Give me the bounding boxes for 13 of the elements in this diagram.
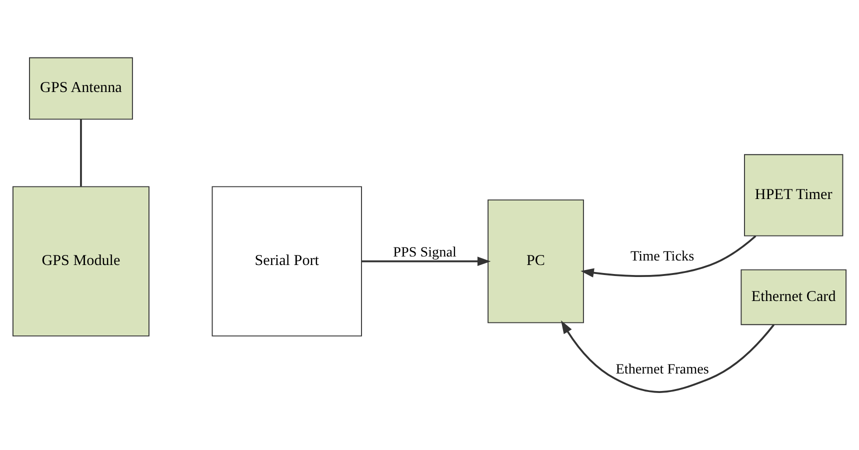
node-box: GPS Antenna xyxy=(29,57,133,120)
node-box: Serial Port xyxy=(212,186,362,336)
edge-label: PPS Signal xyxy=(393,244,456,261)
arrow xyxy=(580,235,756,278)
edge-label: Time Ticks xyxy=(630,248,694,264)
connector xyxy=(80,119,82,186)
edge-label: Ethernet Frames xyxy=(616,362,709,378)
node-box: HPET Timer xyxy=(744,154,844,236)
node-box: GPS Module xyxy=(12,186,150,336)
arrow xyxy=(362,256,491,266)
node-box: PC xyxy=(488,199,584,324)
node-box: Ethernet Card xyxy=(740,269,846,326)
arrow xyxy=(560,320,775,393)
